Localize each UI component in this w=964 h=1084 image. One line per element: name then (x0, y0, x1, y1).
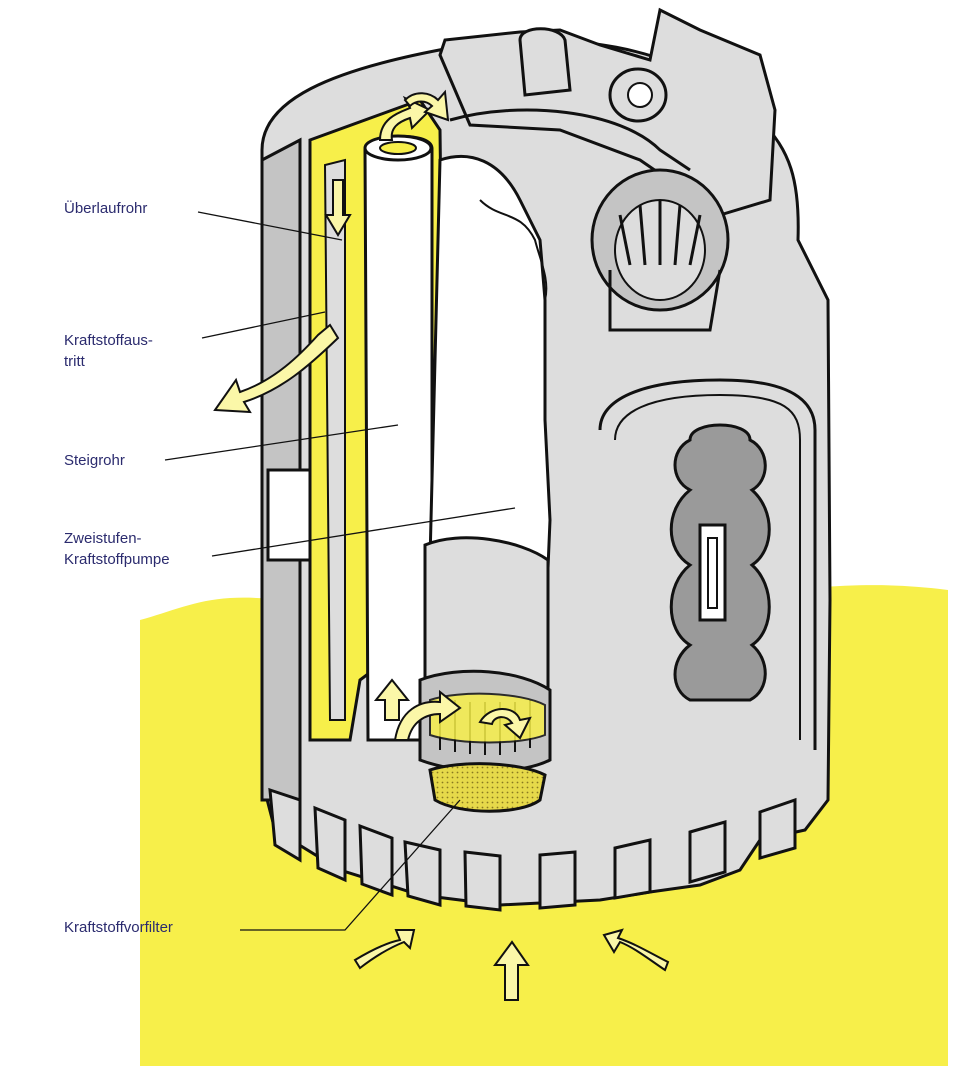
leader-zweistufen-pumpe (211, 507, 516, 557)
leader-lines (164, 211, 516, 931)
outlet-nozzle-bore (627, 82, 653, 108)
label-kraftstoffvorfilter: Kraftstoffvorfilter (64, 919, 173, 936)
pump-torn-edge (479, 199, 548, 301)
pump-flow-arrow-curve (393, 689, 462, 741)
level-sensor-float (669, 423, 771, 702)
label-ueberlaufrohr: Überlaufrohr (64, 200, 148, 217)
inlet-arrow-left (353, 929, 416, 970)
housing-rib-inner (614, 393, 801, 740)
electrical-connector (590, 168, 730, 332)
housing-feet (268, 787, 797, 912)
label-kraftstoffaustritt: Kraftstoffaus- tritt (64, 332, 153, 370)
leader-kraftstoffvorfilter (240, 799, 461, 931)
housing-rib (598, 378, 817, 750)
return-connector (518, 27, 572, 97)
pump-flow-arrow-swirl (478, 708, 532, 740)
riser-tube-bore (379, 141, 417, 155)
leader-steigrohr (164, 424, 399, 461)
riser-tube (363, 135, 434, 742)
overflow-flow-arrow (324, 179, 352, 237)
pump-flow-arrow-up (373, 678, 411, 721)
leader-kraftstoffaustritt (201, 311, 326, 339)
label-zweistufen-kraftstoffpumpe: Zweistufen- Kraftstoffpumpe (64, 530, 170, 568)
leader-ueberlaufrohr (197, 211, 343, 241)
top-rim (449, 108, 691, 172)
inlet-arrow-center (493, 940, 530, 1001)
inlet-arrow-right (602, 928, 670, 972)
top-flow-arrow-2 (403, 89, 450, 122)
fuel-channel-inner (323, 158, 346, 721)
top-flow-arrow-1 (378, 95, 432, 141)
label-steigrohr: Steigrohr (64, 452, 125, 469)
fuel-outlet-arrow (213, 323, 340, 414)
prefilter (428, 762, 547, 813)
